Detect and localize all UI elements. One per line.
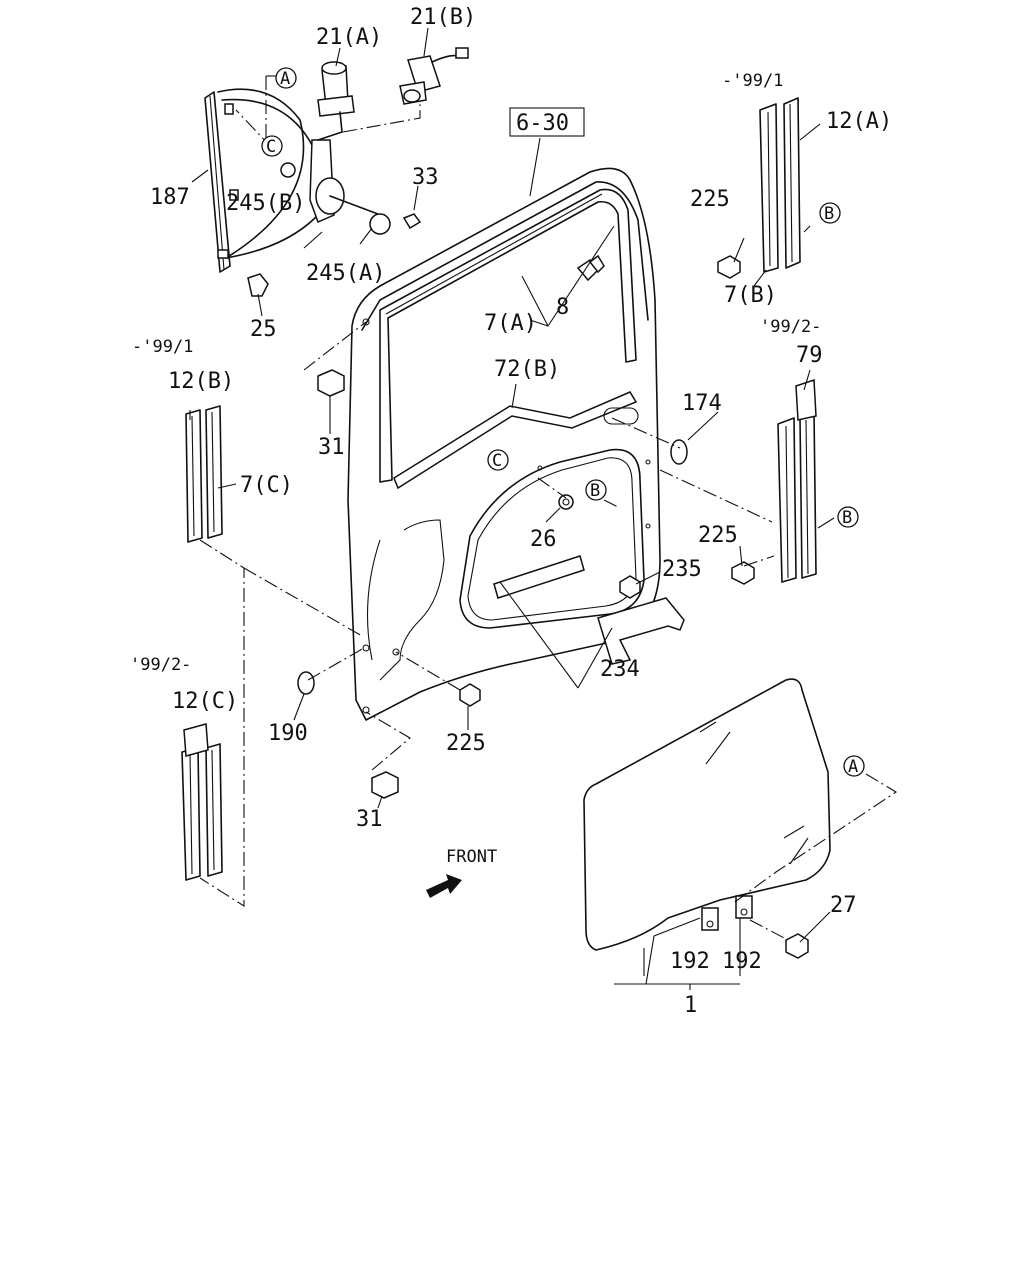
callout-187: 187 <box>150 185 190 210</box>
date-ranges: -'99/1 '99/2- -'99/1 '99/2- <box>130 71 821 675</box>
callout-12a: 12(A) <box>826 109 892 134</box>
marker-c-door: C <box>492 451 502 471</box>
callout-192-left: 192 <box>670 949 710 974</box>
callout-31-upper: 31 <box>318 435 345 460</box>
callout-7a: 7(A) <box>484 311 537 336</box>
callout-174: 174 <box>682 391 722 416</box>
date-range-left-upper: -'99/1 <box>132 337 193 357</box>
callout-31-lower: 31 <box>356 807 383 832</box>
callout-192-right: 192 <box>722 949 762 974</box>
callout-245a: 245(A) <box>306 261 385 286</box>
channel-12a-7b <box>717 97 801 279</box>
callout-235: 235 <box>662 557 702 582</box>
channel-79 <box>731 378 817 585</box>
marker-b-door: B <box>590 481 600 501</box>
callout-21a: 21(A) <box>316 25 382 50</box>
callout-33: 33 <box>412 165 439 190</box>
window-regulator-assembly <box>204 47 469 297</box>
callout-12c: 12(C) <box>172 689 238 714</box>
front-arrow-icon <box>426 874 462 898</box>
callout-79: 79 <box>796 343 823 368</box>
circled-markers: A C B B C B A <box>261 67 865 777</box>
callout-225-upper-right: 225 <box>690 187 730 212</box>
reference-box <box>509 107 585 137</box>
marker-b-right-lower: B <box>842 508 852 528</box>
door-glass <box>583 678 831 959</box>
callout-234: 234 <box>600 657 640 682</box>
date-range-left-lower: '99/2- <box>130 655 191 675</box>
callout-21b: 21(B) <box>410 5 476 30</box>
callout-72b: 72(B) <box>494 357 560 382</box>
callout-26: 26 <box>530 527 557 552</box>
date-range-mid-right: '99/2- <box>760 317 821 337</box>
callout-labels: 21(A) 21(B) 187 245(B) 33 245(A) 25 7(A)… <box>150 5 892 1018</box>
callout-225-mid-right: 225 <box>698 523 738 548</box>
door-panel <box>297 167 688 799</box>
callout-1: 1 <box>684 993 697 1018</box>
callout-25: 25 <box>250 317 277 342</box>
marker-a-top: A <box>280 69 290 89</box>
leader-lines <box>189 27 898 990</box>
channel-12b-7c <box>185 405 223 543</box>
marker-b-right-upper: B <box>824 204 834 224</box>
marker-c-top: C <box>266 137 276 157</box>
callout-245b: 245(B) <box>226 191 305 216</box>
callout-8: 8 <box>556 295 569 320</box>
reference-label: 6-30 <box>516 111 569 136</box>
date-range-top-right: -'99/1 <box>722 71 783 91</box>
callout-7b: 7(B) <box>724 283 777 308</box>
callout-12b: 12(B) <box>168 369 234 394</box>
marker-a-glass: A <box>848 757 858 777</box>
callout-190: 190 <box>268 721 308 746</box>
channel-12c <box>181 723 223 881</box>
callout-27: 27 <box>830 893 857 918</box>
front-label: FRONT <box>446 847 497 867</box>
callout-7c: 7(C) <box>240 473 293 498</box>
callout-225-lower: 225 <box>446 731 486 756</box>
